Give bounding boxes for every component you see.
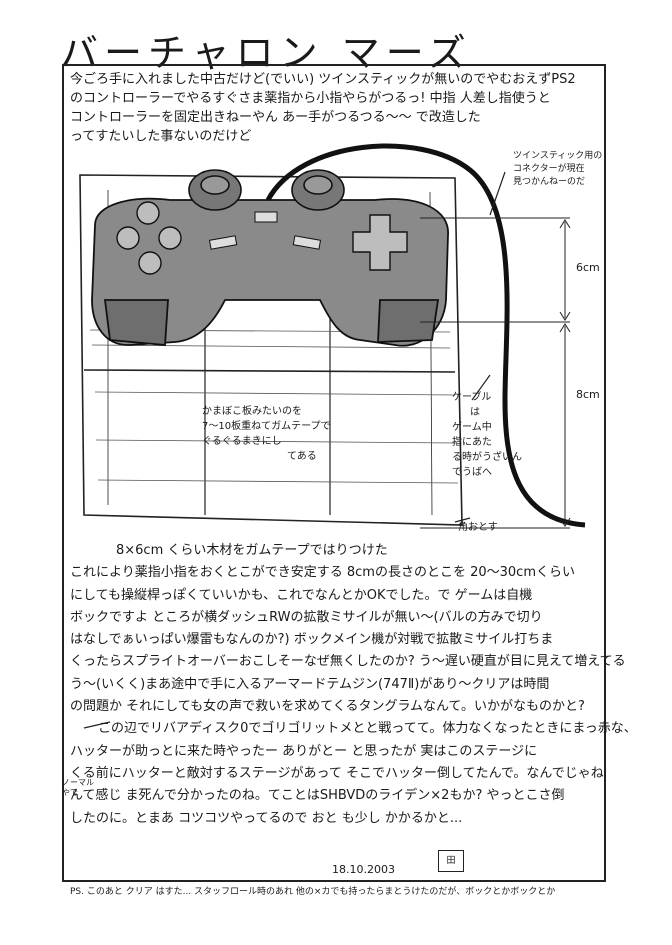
intro-line: 今ごろ手に入れました中古だけど(でいい) ツインスティックが無いのでやむおえずP… [70,72,576,87]
normal-tag-line: やで [62,788,78,797]
analog-sticks [188,169,345,211]
connector-note-line: 見つかんねーのだ [513,177,586,187]
body-line: う〜(いくく)まあ途中で手に入るアーマードテムジン(747Ⅱ)があり〜クリアは時… [70,676,550,692]
connector-note-line: ツインスティック用の [513,151,603,161]
center-note-line: てある [287,451,317,462]
connector-note: ツインスティック用の コネクターが現在 見つかんねーのだ [513,150,602,189]
intro-text: 今ごろ手に入れました中古だけど(でいい) ツインスティックが無いのでやむおえずP… [70,70,576,146]
center-note-line: 7〜10板重ねてガムテープで [202,421,331,432]
cable-note-line: る時がうざいん [452,452,522,463]
body-line: くったらスプライトオーバーおこしそーなぜ無くしたのか? う〜遅い硬直が目に見えて… [70,654,626,670]
body-line: 8×6cm くらい木材をガムテープではりつけた [116,543,388,558]
center-note-line: かまぼこ板みたいのを [202,406,302,417]
body-line: の問題か それにしても女の声で救いを求めてくるタングラムなんて。いかがなものかと… [70,699,585,715]
normal-tag-line: ノーマル [62,778,94,787]
signature-date: 18.10.2003 [332,863,395,876]
intro-line: コントローラーを固定出きねーやん あー手がつるつる〜〜 で改造した [70,110,481,125]
cable-note-line: ゲーム中 [452,422,492,433]
d-pad [352,214,408,271]
body-line: この辺でリバアディスク0でゴリゴリットメとと戦ってて。体力なくなったときにまっ赤… [98,721,637,737]
corner-note: 角おとす [458,522,498,533]
connector-note-line: コネクターが現在 [513,164,585,174]
intro-line: ってすたいした事ないのだけど [70,129,252,144]
postscript: PS. このあと クリア はすた... スタッフロール時のあれ 他の×カでも持っ… [70,887,556,897]
body-text: 8×6cm くらい木材をガムテープではりつけた これにより薬指小指をおくとこがで… [70,540,637,830]
body-line: ボックですよ ところが横ダッシュRWの拡散ミサイルが無い〜(バルの方みで切り [70,609,543,625]
controller-cable [265,143,586,528]
tape-wrap [89,329,459,484]
page-title: バーチャロン マーズ [60,31,472,75]
center-buttons [208,211,322,250]
cable-note-line: ケーブル [452,392,492,403]
dimension-top-label: 6cm [576,261,600,274]
normal-tag: ノーマル やで [62,778,94,798]
cable-note-line: 指にあた [452,437,492,448]
dimension-lines [420,217,571,529]
cable-note: ケーブル は ゲーム中 指にあた る時がうざいん でうばへ [452,390,522,480]
intro-line: のコントローラーでやるすぐさま薬指から小指やらがつるっ! 中指 人差し指使うと [70,91,551,106]
body-line: にしても操縦桿っぽくていいかも、これでなんとかOKでした。で ゲームは自機 [70,587,533,603]
body-line: くる前にハッターと敵対するステージがあって そこでハッター倒してたんで。なんでじ… [70,765,604,781]
signature-seal: 田 [438,850,464,872]
cable-note-line: でうばへ [452,467,492,478]
note-arrows [83,171,506,729]
center-note: かまぼこ板みたいのを 7〜10板重ねてガムテープで ぐるぐるまきにし てある [202,404,331,464]
body-line: これにより薬指小指をおくとこができ安定する 8cmの長さのとこを 20〜30cm… [70,565,575,581]
center-note-line: ぐるぐるまきにし [202,436,282,447]
cable-note-line: は [470,407,480,418]
body-line: ハッターが助っとに来た時やったー ありがとー と思ったが 実はこのステージに [70,743,538,759]
face-buttons [116,201,182,275]
body-line: はなしでぁいっぱい爆雷もなんのか?) ボックメイン機が対戦で拡散ミサイル打ちま [70,632,554,648]
content-frame [62,64,606,882]
body-line: したのに。とまあ コツコツやってるので おと も少し かかるかと... [70,810,463,826]
dimension-bottom-label: 8cm [576,388,600,401]
body-line: んて感じ ま死んで分かったのね。てことはSHBVDのライデン×2もか? やっとこ… [70,788,565,804]
